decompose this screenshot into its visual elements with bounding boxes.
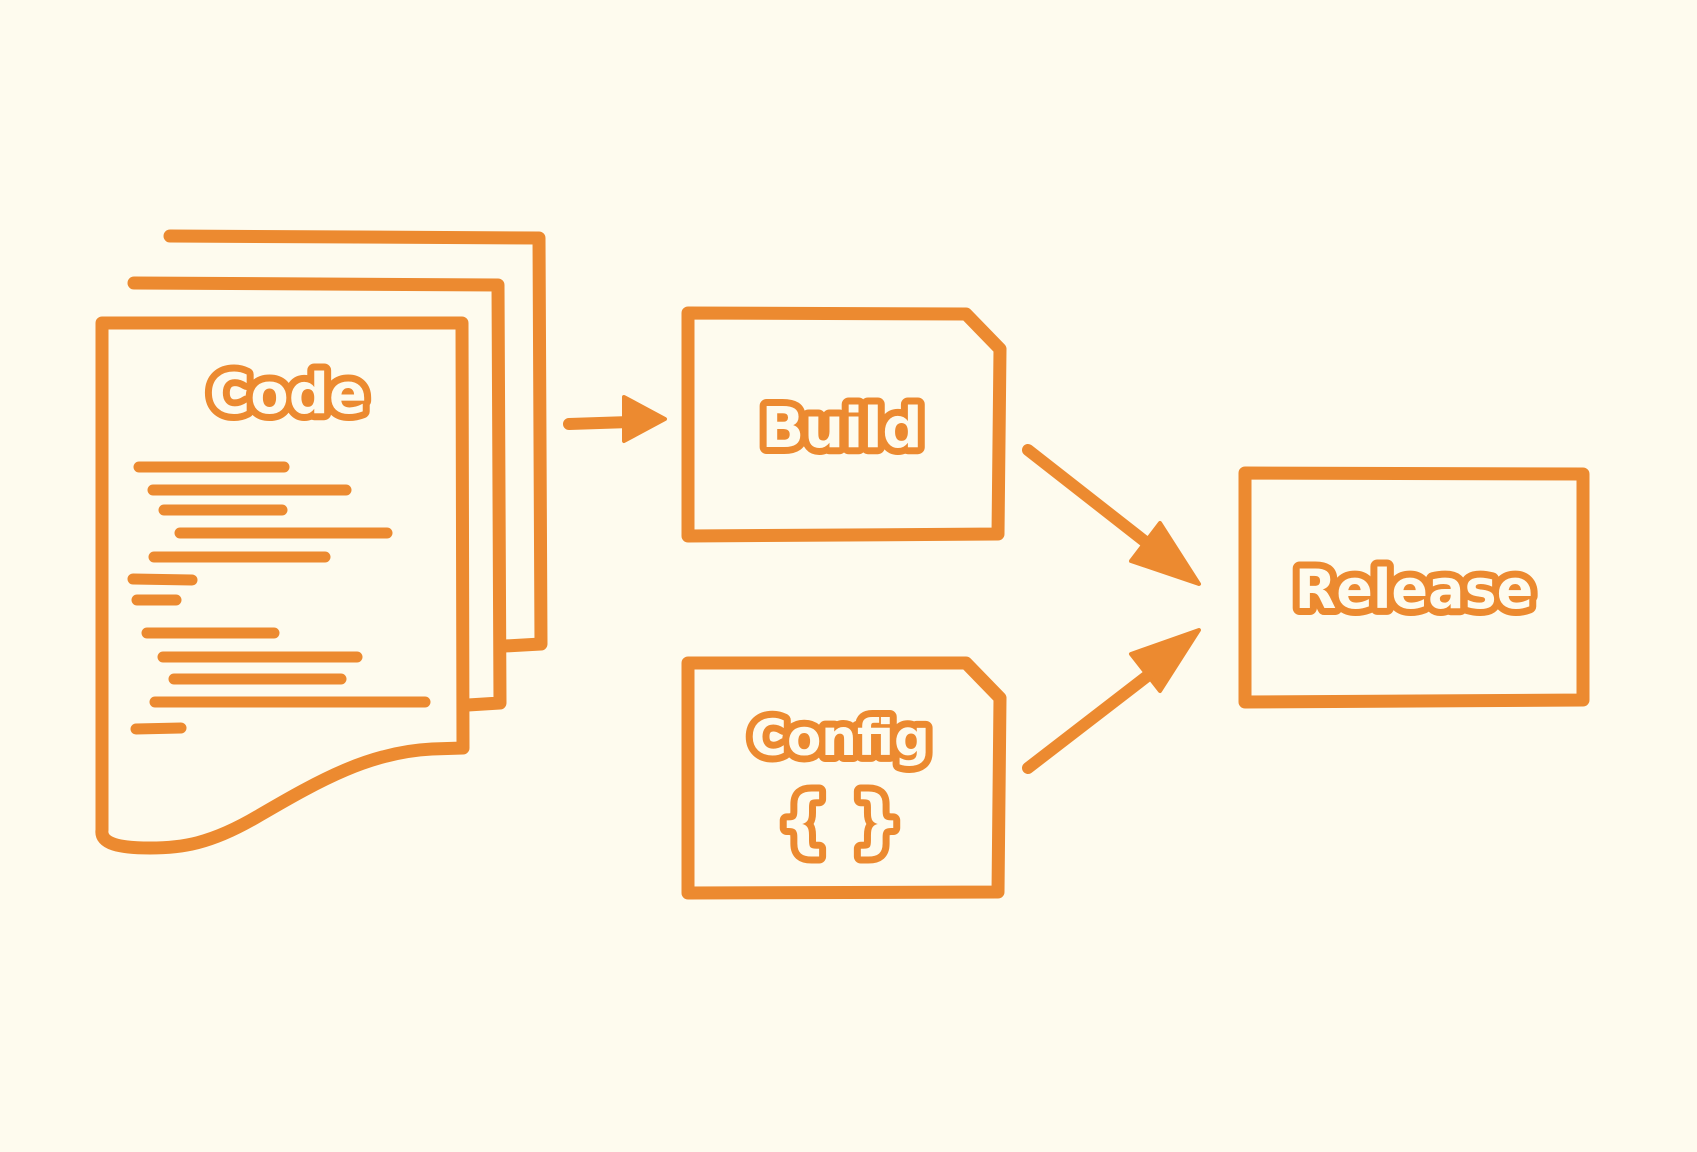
box xyxy=(1238,466,1590,709)
config-node: Config { } xyxy=(681,656,1007,900)
arrow-code-to-build xyxy=(563,395,667,443)
front-page xyxy=(95,316,470,855)
code-node: Code xyxy=(95,229,548,855)
folded-corner-box xyxy=(681,306,1007,543)
middle-page xyxy=(127,276,507,712)
arrowhead xyxy=(1129,628,1201,693)
code-line xyxy=(130,722,187,735)
arrow-shaft xyxy=(1022,444,1158,553)
back-page xyxy=(163,229,548,653)
arrowhead xyxy=(1129,521,1201,586)
code-label: Code xyxy=(209,362,367,427)
config-label: Config xyxy=(750,709,930,767)
code-line xyxy=(127,573,198,586)
braces-icon: { } xyxy=(778,780,902,862)
arrow-build-to-release xyxy=(1022,444,1201,586)
stacked-document-icon xyxy=(95,229,548,855)
release-node: Release xyxy=(1238,466,1590,709)
build-label: Build xyxy=(761,396,922,461)
code-lines xyxy=(127,461,431,735)
arrowhead xyxy=(622,395,667,443)
release-label: Release xyxy=(1295,558,1534,621)
arrow-shaft xyxy=(1022,668,1156,774)
folded-corner-box xyxy=(681,656,1007,900)
build-node: Build xyxy=(681,306,1007,543)
arrow-config-to-release xyxy=(1022,628,1201,774)
arrow-shaft xyxy=(563,416,636,430)
